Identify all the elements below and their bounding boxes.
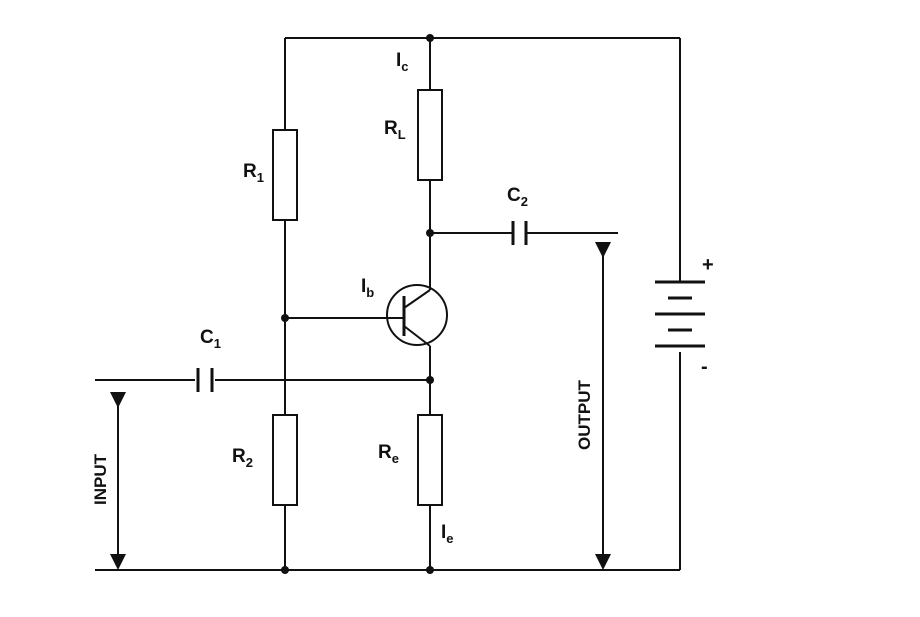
resistor-r2	[272, 414, 298, 506]
label-ie: Ie	[441, 522, 454, 546]
battery-icon	[655, 280, 705, 348]
junction-bottom-emitter	[426, 566, 434, 574]
battery-minus-label: -	[701, 356, 708, 378]
junction-top-collector	[426, 34, 434, 42]
capacitor-c1	[196, 368, 214, 392]
label-ic: Ic	[396, 50, 409, 74]
resistor-r1	[272, 129, 298, 221]
npn-transistor	[386, 284, 448, 347]
junction-bottom-divider	[281, 566, 289, 574]
junction-base	[281, 314, 289, 322]
label-r2: R2	[232, 446, 253, 470]
capacitor-c2	[511, 221, 528, 245]
junction-emitter	[426, 376, 434, 384]
junction-collector-output	[426, 229, 434, 237]
battery-plus-label: +	[702, 254, 714, 276]
label-ib: Ib	[361, 276, 374, 300]
label-c2: C2	[507, 185, 528, 209]
label-rl: RL	[384, 118, 406, 142]
label-re: Re	[378, 442, 399, 466]
input-label: INPUT	[91, 453, 110, 505]
label-r1: R1	[243, 161, 264, 185]
resistor-rl	[417, 89, 443, 181]
resistor-re	[417, 414, 443, 506]
output-label: OUTPUT	[575, 380, 594, 451]
label-c1: C1	[200, 327, 221, 351]
